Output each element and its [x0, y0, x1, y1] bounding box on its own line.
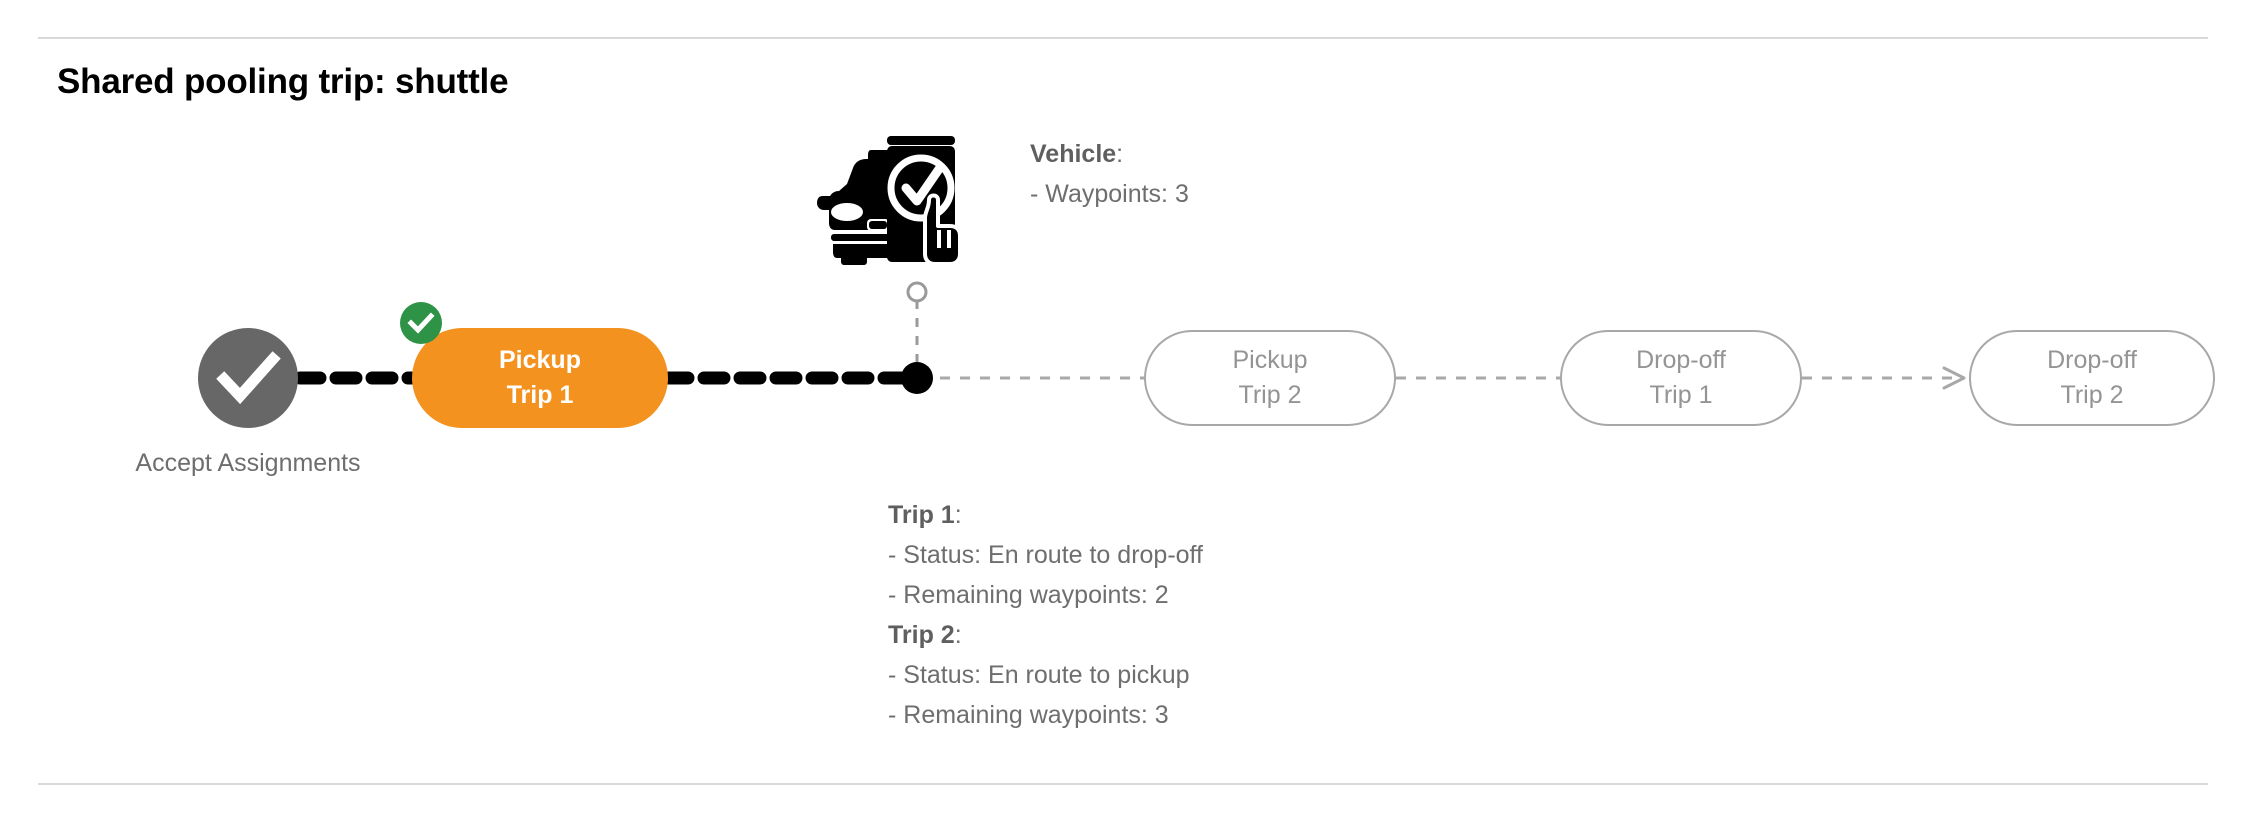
- check-circle-icon: [198, 328, 298, 428]
- check-icon: [216, 351, 281, 405]
- vehicle-info-heading: Vehicle: [1030, 140, 1117, 168]
- trip1-heading-suffix: :: [954, 501, 962, 529]
- car-phone-check-icon: [817, 122, 967, 267]
- trip1-heading: Trip 1: [888, 501, 955, 529]
- completed-check-badge-icon: [400, 302, 442, 344]
- trip2-heading-suffix: :: [954, 621, 962, 649]
- vehicle-info-waypoints: - Waypoints: 3: [1030, 180, 1189, 208]
- node-pickup-trip-1-line2: Trip 1: [506, 381, 574, 409]
- accept-assignments-label: Accept Assignments: [135, 443, 360, 484]
- accept-label-line2: Assignments: [217, 449, 361, 477]
- trip1-status-line: - Status: En route to drop-off: [888, 541, 1203, 569]
- node-dropoff-trip-1-line2: Trip 1: [1649, 381, 1713, 409]
- trip1-waypoints-line: - Remaining waypoints: 2: [888, 581, 1169, 609]
- check-icon: [407, 312, 435, 334]
- trip1-heading-row: Trip 1:: [888, 495, 1203, 535]
- vehicle-info-heading-row: Vehicle:: [1030, 134, 1189, 174]
- node-pickup-trip-1-line1: Pickup: [499, 346, 581, 374]
- trip2-waypoints-line: - Remaining waypoints: 3: [888, 701, 1169, 729]
- vehicle-info-heading-suffix: :: [1116, 140, 1124, 168]
- node-pickup-trip-2-line2: Trip 2: [1238, 381, 1302, 409]
- trip2-status-line: - Status: En route to pickup: [888, 661, 1190, 689]
- vehicle-leader-circle-icon: [906, 281, 928, 303]
- vehicle-info-block: Vehicle: - Waypoints: 3: [1030, 134, 1189, 214]
- node-dropoff-trip-1-line1: Drop-off: [1636, 346, 1726, 374]
- arrowhead-icon: [1942, 366, 1966, 390]
- bottom-divider: [38, 783, 2208, 785]
- node-dropoff-trip-1[interactable]: Drop-off Trip 1: [1560, 330, 1802, 426]
- trip2-heading-row: Trip 2:: [888, 615, 1203, 655]
- page-title: Shared pooling trip: shuttle: [57, 62, 509, 101]
- accept-label-line1: Accept: [135, 449, 212, 477]
- node-pickup-trip-1[interactable]: Pickup Trip 1: [412, 328, 668, 428]
- node-pickup-trip-2-line1: Pickup: [1232, 346, 1308, 374]
- current-location-dot: [901, 362, 933, 394]
- trip-info-block: Trip 1: - Status: En route to drop-off -…: [888, 495, 1203, 735]
- node-dropoff-trip-2-line2: Trip 2: [2060, 381, 2124, 409]
- accept-assignments-node[interactable]: [198, 328, 298, 428]
- trip2-heading: Trip 2: [888, 621, 955, 649]
- node-dropoff-trip-2-line1: Drop-off: [2047, 346, 2137, 374]
- node-pickup-trip-2[interactable]: Pickup Trip 2: [1144, 330, 1396, 426]
- car-phone-check-glyph: [817, 136, 962, 266]
- node-dropoff-trip-2[interactable]: Drop-off Trip 2: [1969, 330, 2215, 426]
- top-divider: [38, 37, 2208, 39]
